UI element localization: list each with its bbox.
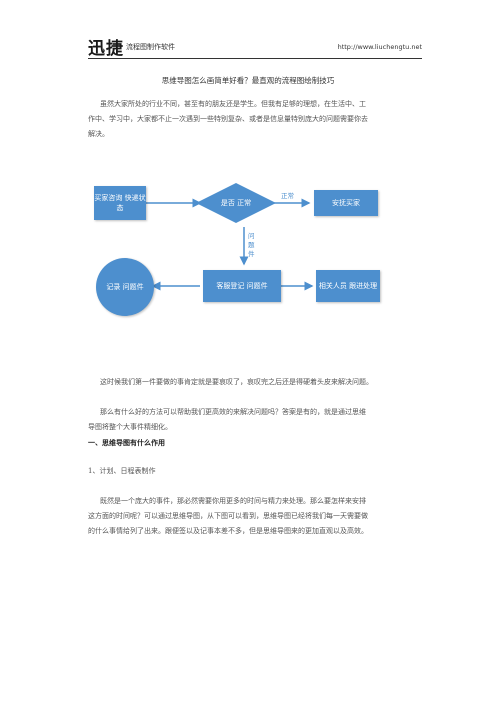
page-header: 迅捷 流程图制作软件 http://www.liuchengtu.net — [88, 32, 422, 59]
intro-paragraph: 虽然大家所处的行业不同，甚至有的朋友还是学生。但我有足够的理想，在生活中、工 作… — [88, 97, 428, 142]
paragraph-line: 的什么事情给列了出来。跟便签以及记事本差不多，但是思维导图来的更加直观以及高效。 — [88, 527, 368, 535]
paragraph-line: 既然是一个庞大的事件，那必然需要你用更多的时间与精力来处理。那么要怎样来安排 — [100, 497, 366, 505]
label-normal: 正常 — [281, 192, 294, 200]
paragraph-line: 虽然大家所处的行业不同，甚至有的朋友还是学生。但我有足够的理想，在生活中、工 — [100, 100, 366, 108]
node-service-register: 客服登记 问题件 — [203, 270, 281, 302]
paragraph-line: 这时候我们第一件要做的事肯定就是要哀叹了，哀叹完之后还是得硬着头皮来解决问题。 — [100, 378, 373, 386]
node-decision-label: 是否 正常 — [220, 199, 252, 207]
paragraph-line: 作中、学习中，大家都不止一次遇到一些特别复杂、或者是信息量特别庞大的问题需要你去 — [88, 115, 368, 123]
node-record-problem: 记录 问题件 — [96, 258, 154, 316]
node-buyer-inquiry: 买家咨询 快递状态 — [94, 186, 146, 220]
paragraph-2: 这时候我们第一件要做的事肯定就是要哀叹了，哀叹完之后还是得硬着头皮来解决问题。 — [88, 375, 428, 390]
paragraph-line: 解决。 — [88, 130, 109, 138]
paragraph-line: 那么有什么好的方法可以帮助我们更高效的来解决问题吗？答案是有的，就是通过思维 — [100, 408, 366, 416]
decision-diamond — [196, 183, 276, 223]
paragraph-3: 那么有什么好的方法可以帮助我们更高效的来解决问题吗？答案是有的，就是通过思维 导… — [88, 405, 428, 435]
flowchart: 买家咨询 快递状态 是否 正常 正常 安抚买家 问题件 客服登记 问题件 记录 … — [88, 180, 388, 345]
label-problem-item: 问题件 — [248, 232, 255, 258]
brand-logo: 迅捷 — [88, 39, 124, 59]
node-staff-followup: 相关人员 跟进处理 — [316, 270, 380, 302]
header-url-link[interactable]: http://www.liuchengtu.net — [337, 43, 422, 51]
flowchart-connectors — [143, 183, 314, 291]
paragraph-line: 导图将整个大事件精细化。 — [88, 423, 172, 431]
paragraph-line: 这方面的时间呢？可以通过思维导图，从下图可以看到，思维导图已经将我们每一天需要做 — [88, 512, 368, 520]
node-soothe-buyer: 安抚买家 — [314, 190, 378, 216]
sub-heading: 1、计划、日程表制作 — [88, 467, 156, 475]
section-heading: 一、思维导图有什么作用 — [88, 438, 165, 447]
brand-subtitle: 流程图制作软件 — [126, 43, 175, 51]
article-title: 思维导图怎么画简单好看？最直观的流程图绘制技巧 — [161, 76, 335, 85]
paragraph-4: 既然是一个庞大的事件，那必然需要你用更多的时间与精力来处理。那么要怎样来安排 这… — [88, 494, 428, 539]
header-divider — [88, 58, 422, 59]
